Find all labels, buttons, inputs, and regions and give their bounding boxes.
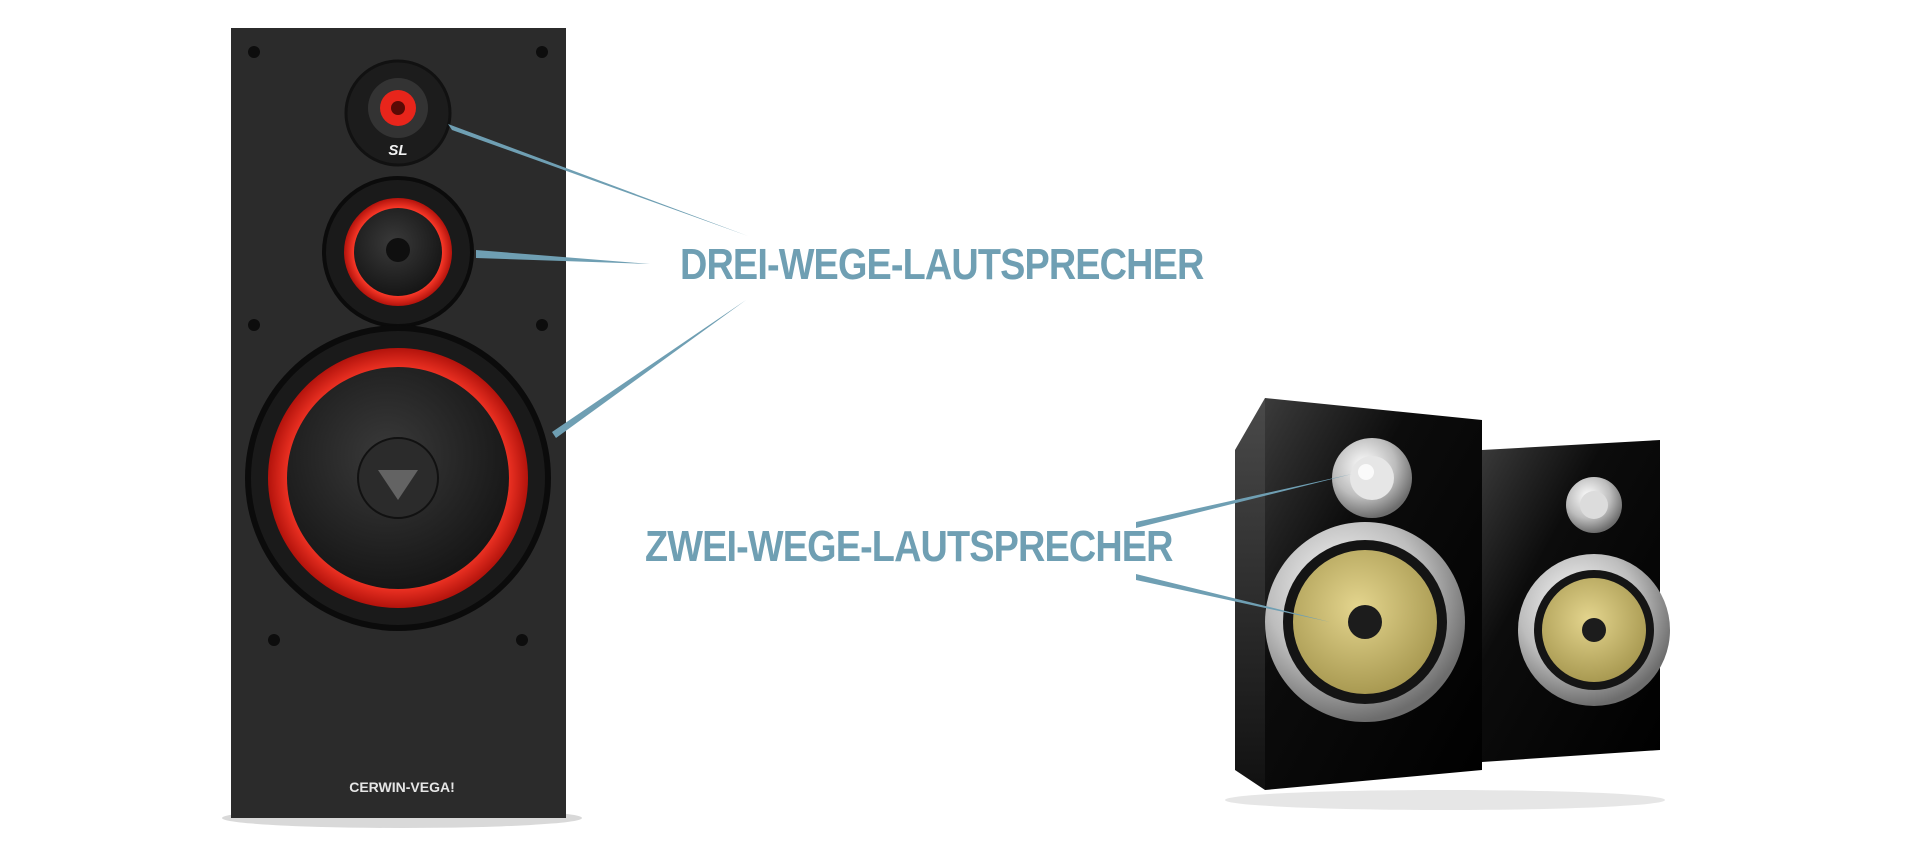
three-way-speaker-label: DREI-WEGE-LAUTSPRECHER — [680, 240, 1204, 289]
midrange-driver — [322, 176, 474, 328]
bookshelf-speaker-front — [1235, 398, 1482, 790]
bookshelf-speaker-rear — [1458, 440, 1670, 770]
leader-line-woofer-2way — [1136, 574, 1330, 622]
leader-lines — [448, 124, 1352, 622]
cerwin-vega-logo-icon — [378, 470, 418, 500]
leader-line-tweeter-2way — [1136, 474, 1352, 528]
two-way-speakers — [1225, 398, 1670, 810]
brand-label: CERWIN-VEGA! — [349, 779, 455, 795]
two-way-speaker-label: ZWEI-WEGE-LAUTSPRECHER — [645, 522, 1173, 571]
tweeter-badge: SL — [388, 142, 407, 159]
shelf-shadow — [1225, 790, 1665, 810]
leader-line-tweeter — [448, 124, 748, 236]
three-way-speaker: SL CERWIN-VEGA! — [222, 28, 582, 828]
tweeter: SL — [344, 59, 452, 167]
leader-line-woofer — [552, 300, 746, 438]
leader-line-midrange — [476, 250, 650, 264]
woofer-driver — [245, 325, 551, 631]
cabinet-screws — [248, 46, 548, 646]
